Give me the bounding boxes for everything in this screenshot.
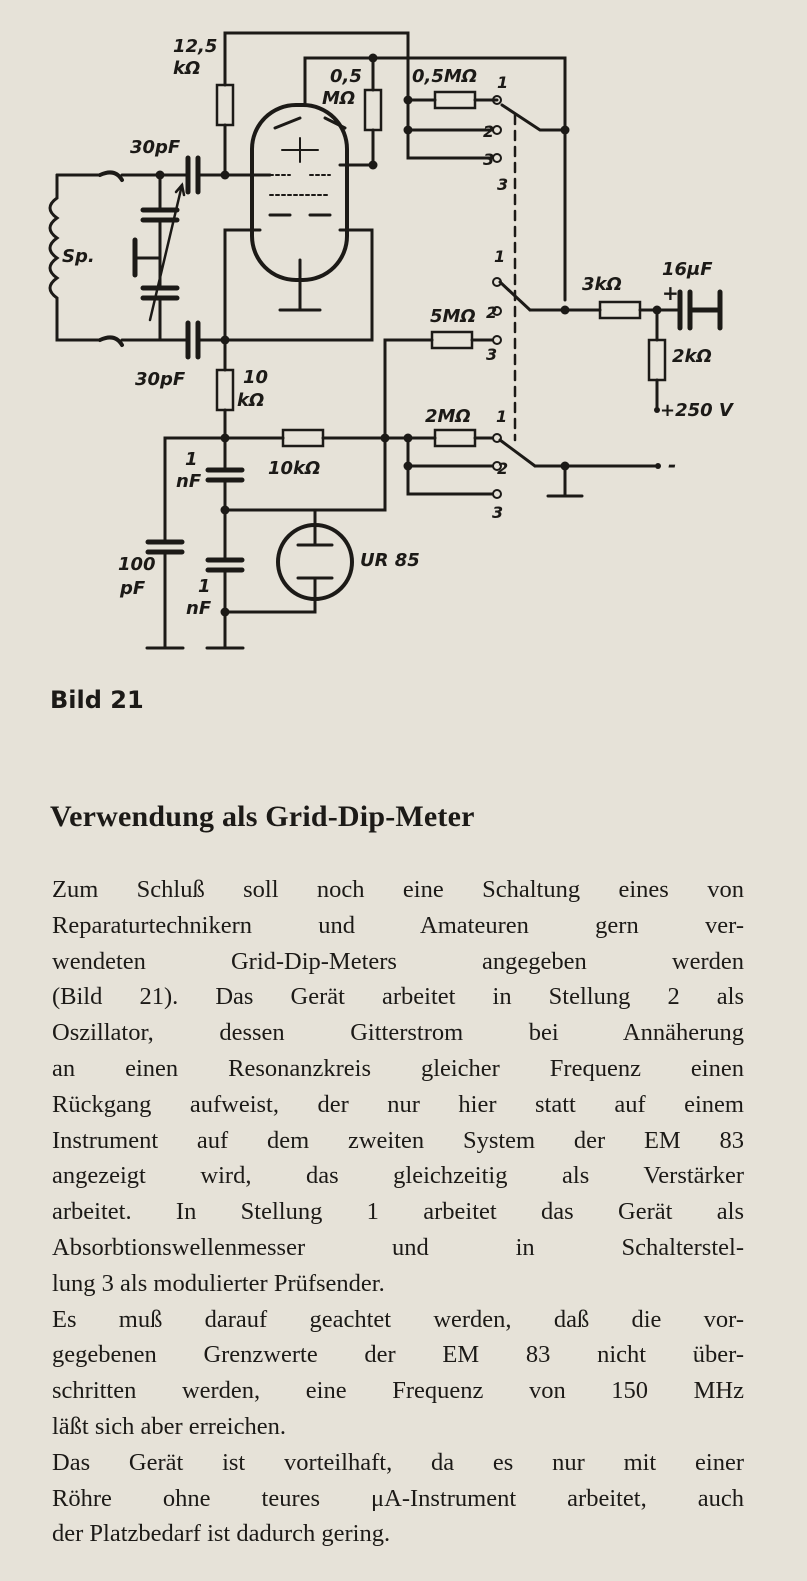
tube-em83 xyxy=(223,56,374,342)
body-line: Zum Schluß soll noch eine Schaltung eine… xyxy=(52,876,744,903)
figure-caption: Bild 21 xyxy=(50,686,144,714)
bottom-switch xyxy=(498,438,661,498)
article-body: Zum Schluß soll noch eine Schaltung eine… xyxy=(52,872,744,1552)
label-plus: + xyxy=(662,281,679,305)
body-line: wendeten Grid-Dip-Meters angegeben werde… xyxy=(52,947,744,975)
label-c-bottom: 30pF xyxy=(135,369,186,390)
switch3-pos1: 1 xyxy=(496,407,507,426)
label-r-2k: 2kΩ xyxy=(672,346,712,367)
switch3-pos2: 2 xyxy=(497,459,508,478)
body-line: läßt sich aber erreichen. xyxy=(52,1412,286,1440)
switch3-pos3: 3 xyxy=(492,503,503,522)
label-c-top: 30pF xyxy=(130,137,181,158)
body-line: Das Gerät ist vorteilhaft, da es nur mit… xyxy=(52,1448,744,1476)
coil-symbol xyxy=(48,170,124,347)
label-minus: - xyxy=(668,453,676,477)
label-r-3k: 3kΩ xyxy=(582,274,622,295)
switch2-pos2: 2 xyxy=(486,303,497,322)
body-line: Instrument auf dem zweiten System der EM… xyxy=(52,1126,744,1154)
switch-contacts xyxy=(492,95,502,499)
body-line: Absorbtionswellenmesser und in Schalters… xyxy=(52,1233,744,1261)
label-supply: +250 V xyxy=(660,400,735,421)
body-line: lung 3 als modulierter Prüfsender. xyxy=(52,1269,385,1297)
body-line: Es muß darauf geachtet werden, daß die v… xyxy=(52,1305,744,1333)
label-r-sw-top: 0,5MΩ xyxy=(412,66,477,87)
body-line: Rückgang aufweist, der nur hier statt au… xyxy=(52,1090,744,1118)
body-line: an einen Resonanzkreis gleicher Frequenz… xyxy=(52,1054,744,1082)
cathode-network xyxy=(145,330,494,650)
body-line: der Platzbedarf ist dadurch gering. xyxy=(52,1520,391,1548)
label-r-2m: 2MΩ xyxy=(425,406,471,427)
body-line: angezeigt wird, das gleichzeitig als Ver… xyxy=(52,1162,744,1190)
body-line: Reparaturtechnikern und Amateuren gern v… xyxy=(52,911,744,939)
switch1-pos3: 3 xyxy=(483,150,494,169)
body-line: gegebenen Grenzwerte der EM 83 nicht übe… xyxy=(52,1341,744,1369)
section-heading: Verwendung als Grid-Dip-Meter xyxy=(50,800,475,833)
switch1-pos3b: 3 xyxy=(497,175,508,194)
input-network xyxy=(120,155,227,360)
circuit-schematic: 12,5kΩ 30pF 0,5MΩ 0,5MΩ Sp. 30pF 10kΩ 3k… xyxy=(48,31,735,650)
label-r-10k: 10kΩ xyxy=(268,458,320,479)
label-r-5m: 5MΩ xyxy=(430,306,476,327)
body-line: Röhre ohne teures μA-Instrument arbeitet… xyxy=(52,1484,744,1512)
body-line: schritten werden, eine Frequenz von 150 … xyxy=(52,1377,744,1405)
body-line: Oszillator, dessen Gitterstrom bei Annäh… xyxy=(52,1019,744,1047)
anode-network xyxy=(215,31,567,302)
switch2-pos1: 1 xyxy=(494,247,505,266)
switch2-pos3: 3 xyxy=(486,345,497,364)
switch1-pos2: 2 xyxy=(483,122,494,141)
label-c-16u: 16μF xyxy=(662,259,713,280)
label-tube-ur85: UR 85 xyxy=(360,550,420,571)
tube-ur85 xyxy=(276,508,354,602)
label-coil: Sp. xyxy=(62,246,95,267)
switch1-pos1: 1 xyxy=(497,73,508,92)
body-line: arbeitet. In Stellung 1 arbeitet das Ger… xyxy=(52,1198,744,1226)
body-line: (Bild 21). Das Gerät arbeitet in Stellun… xyxy=(52,983,744,1011)
junction-dots xyxy=(155,53,662,617)
